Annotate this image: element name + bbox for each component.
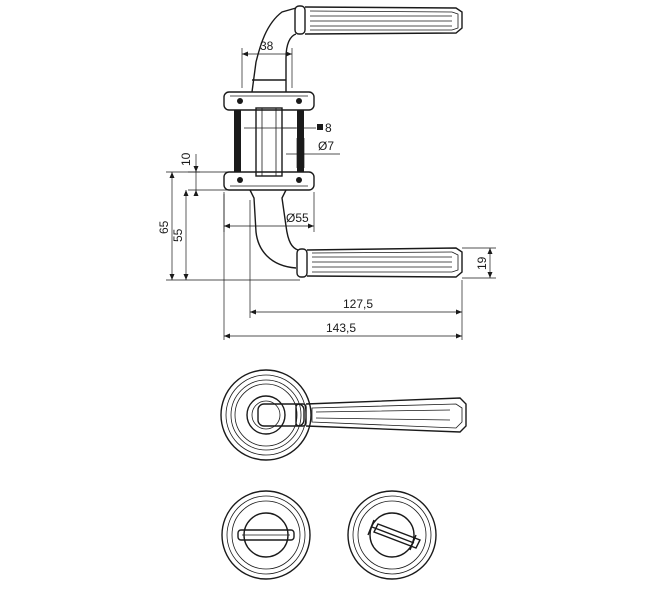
dim-8-label: 8 [325,121,332,135]
front-view [220,369,467,461]
spindle-assembly [234,107,304,177]
dim-rose-55: Ø55 [223,192,315,232]
side-view: 38 8 Ø7 Ø55 10 65 55 [157,5,496,340]
dim-38: 38 [241,39,293,88]
upper-lever [251,5,463,93]
dim-55-rose-label: Ø55 [286,211,309,225]
dim-143-5: 143,5 [223,194,463,340]
lower-rose [223,171,315,191]
dim-55-height: 55 [171,190,189,280]
dim-65: 65 [157,171,300,281]
dim-7-label: Ø7 [318,139,334,153]
dim-38-label: 38 [260,39,274,53]
dim-127-5: 127,5 [249,200,463,318]
dim-19: 19 [462,247,496,279]
dim-143-5-label: 143,5 [326,321,356,335]
dim-square-8: 8 [282,121,332,135]
dim-19-label: 19 [475,256,489,270]
thumb-turn-escutcheon [221,490,311,580]
dim-10-label: 10 [179,152,193,166]
dim-65-label: 65 [157,220,171,234]
dim-127-5-label: 127,5 [343,297,373,311]
dim-bolt-7: Ø7 [286,138,340,168]
upper-rose [223,91,315,111]
release-indicator-escutcheon [347,490,437,580]
lower-lever [249,189,463,278]
dim-55-height-label: 55 [171,228,185,242]
